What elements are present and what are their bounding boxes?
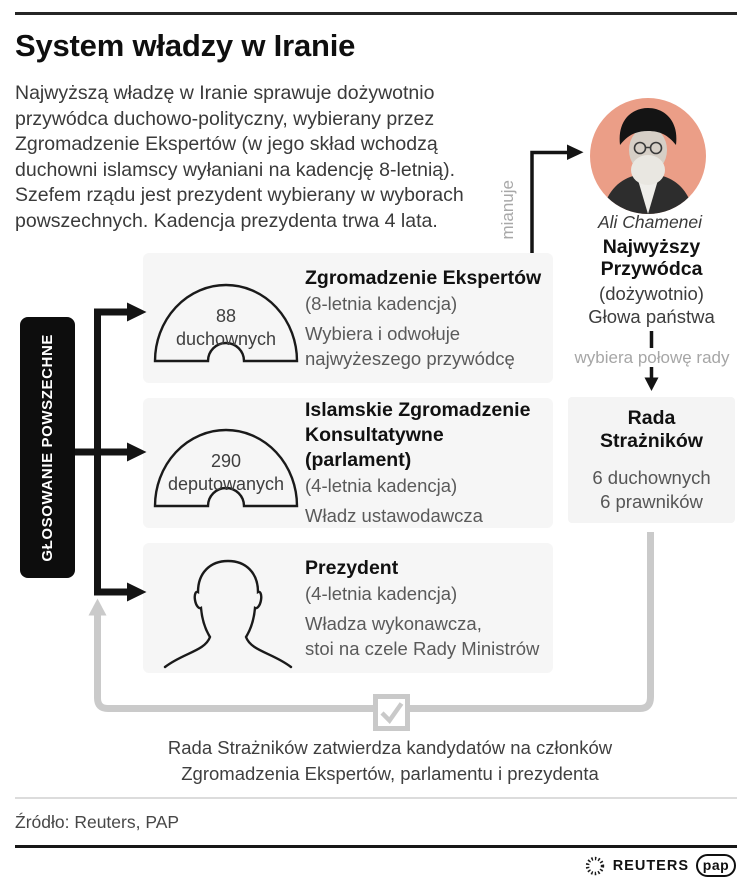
vote-arrows: [75, 308, 127, 596]
reuters-orb-icon: [585, 856, 604, 875]
source-text: Źródło: Reuters, PAP: [15, 812, 180, 832]
guardian-council-name: Rada Strażników: [600, 406, 703, 452]
body-description: Wybiera i odwołuje najwyżeszego przywódc…: [305, 322, 515, 369]
body-term: (4-letnia kadencja): [305, 475, 458, 496]
leader-portrait: [590, 98, 706, 214]
approval-note: Rada Strażników zatwierdza kandydatów na…: [167, 737, 613, 784]
guardian-council-members: 6 duchownych 6 prawników: [592, 466, 711, 512]
pap-logo: pap: [696, 854, 736, 877]
body-name: Islamskie Zgromadzenie Konsultatywne (pa…: [305, 399, 531, 471]
popular-vote-label: GŁOSOWANIE POWSZECHNE: [20, 317, 75, 578]
member-count: 88 duchownych: [175, 306, 277, 349]
guardian-council-box: Rada Strażników 6 duchownych 6 prawników: [568, 397, 735, 523]
member-count: 290 deputowanych: [167, 451, 285, 494]
expert-assembly-box: 88 duchownych Zgromadzenie Ekspertów (8-…: [143, 253, 553, 383]
head-silhouette-icon: [151, 543, 301, 673]
footer-divider-dark: [15, 845, 737, 848]
appoint-label: mianuje: [498, 180, 517, 240]
agency-logos: REUTERS pap: [584, 854, 736, 877]
body-term: (4-letnia kadencja): [305, 582, 458, 604]
body-description: Władza wykonawcza, stoi na czele Rady Mi…: [305, 612, 540, 659]
president-box: Prezydent (4-letnia kadencja) Władza wyk…: [143, 543, 553, 673]
page-title: System władzy w Iranie: [15, 28, 356, 63]
elects-half-label: wybiera połowę rady: [552, 348, 750, 368]
parliament-arc-icon: 290 deputowanych: [151, 398, 301, 528]
approval-loop-arrowhead-icon: [88, 598, 107, 616]
body-name: Prezydent: [305, 556, 399, 579]
body-term: (8-letnia kadencja): [305, 292, 458, 314]
parliament-arc-icon: 88 duchownych: [151, 253, 301, 383]
checkbox-icon: [373, 694, 410, 731]
top-rule: [15, 12, 737, 15]
leader-name: Ali Chamenei: [597, 212, 703, 232]
leader-role: Głowa państwa: [588, 306, 715, 327]
intro-text: Najwyższą władzę w Iranie sprawuje dożyw…: [15, 82, 464, 232]
body-description: Władz ustawodawcza: [305, 505, 483, 526]
leader-title: Najwyższy Przywódca: [600, 236, 703, 280]
leader-term: (dożywotnio): [599, 283, 704, 304]
reuters-logo: REUTERS: [612, 857, 689, 874]
leader-info: Najwyższy Przywódca (dożywotnio) Głowa p…: [560, 236, 743, 328]
khamenei-portrait-icon: [590, 98, 706, 214]
body-name: Zgromadzenie Ekspertów: [305, 266, 542, 289]
parliament-box: 290 deputowanych Islamskie Zgromadzenie …: [143, 398, 553, 528]
footer-divider-light: [15, 797, 737, 799]
